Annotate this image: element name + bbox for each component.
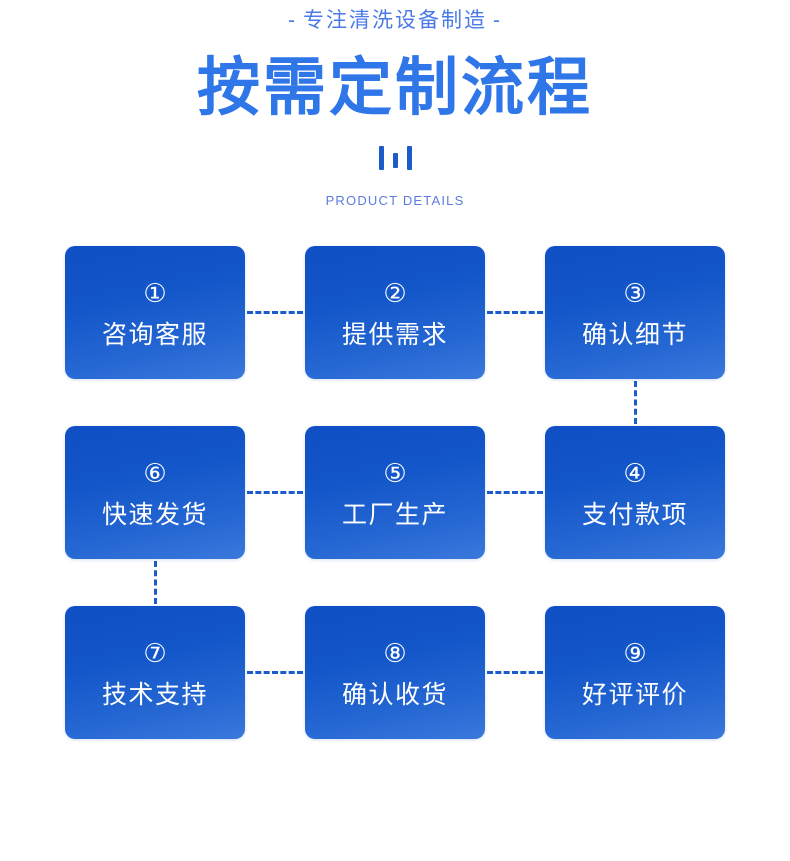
step-label: 确认收货 (341, 680, 448, 709)
decorative-bars (0, 146, 790, 176)
deco-bar-right-icon (406, 146, 412, 170)
step-label: 提供需求 (341, 320, 448, 349)
flow-step-card-6[interactable]: ⑥ 快速发货 (65, 426, 245, 559)
page-header: -专注清洗设备制造- 按需定制流程 PRODUCT DETAILS (0, 0, 790, 210)
flow-step-card-4[interactable]: ④ 支付款项 (545, 426, 725, 559)
step-number: ⑨ (623, 638, 647, 669)
flow-row-1: ① 咨询客服 ② 提供需求 ③ 确认细节 (65, 246, 725, 379)
step-number: ⑤ (383, 458, 407, 489)
connector-card5-card6 (247, 491, 303, 494)
step-label: 工厂生产 (341, 500, 448, 529)
step-label: 确认细节 (581, 320, 688, 349)
tagline: -专注清洗设备制造- (0, 6, 790, 36)
page-title: 按需定制流程 (197, 53, 593, 123)
deco-bar-left-icon (378, 146, 384, 170)
deco-bar-middle-icon (392, 153, 398, 168)
flow-step-card-9[interactable]: ⑨ 好评评价 (545, 606, 725, 739)
tagline-dash-right: - (493, 9, 502, 32)
step-label: 技术支持 (101, 680, 208, 709)
process-flow-diagram: ① 咨询客服 ② 提供需求 ③ 确认细节 ⑥ 快速发货 ⑤ 工厂生产 ④ 支付款… (65, 246, 725, 756)
flow-step-card-8[interactable]: ⑧ 确认收货 (305, 606, 485, 739)
connector-card7-card8 (247, 671, 303, 674)
connector-card4-card5 (487, 491, 543, 494)
step-label: 快速发货 (101, 500, 208, 529)
flow-step-card-5[interactable]: ⑤ 工厂生产 (305, 426, 485, 559)
step-label: 支付款项 (581, 500, 688, 529)
step-number: ① (143, 278, 167, 309)
flow-row-2: ⑥ 快速发货 ⑤ 工厂生产 ④ 支付款项 (65, 426, 725, 559)
connector-card2-card3 (487, 311, 543, 314)
tagline-dash-left: - (288, 9, 297, 32)
tagline-text: 专注清洗设备制造 (303, 9, 487, 32)
step-number: ⑥ (143, 458, 167, 489)
step-number: ② (383, 278, 407, 309)
step-label: 咨询客服 (101, 320, 208, 349)
connector-card8-card9 (487, 671, 543, 674)
step-number: ④ (623, 458, 647, 489)
flow-step-card-1[interactable]: ① 咨询客服 (65, 246, 245, 379)
page-subtitle: PRODUCT DETAILS (325, 193, 465, 208)
connector-card1-card2 (247, 311, 303, 314)
connector-card6-card7 (154, 561, 157, 604)
flow-step-card-7[interactable]: ⑦ 技术支持 (65, 606, 245, 739)
step-number: ⑦ (143, 638, 167, 669)
flow-row-3: ⑦ 技术支持 ⑧ 确认收货 ⑨ 好评评价 (65, 606, 725, 739)
flow-step-card-3[interactable]: ③ 确认细节 (545, 246, 725, 379)
flow-step-card-2[interactable]: ② 提供需求 (305, 246, 485, 379)
step-label: 好评评价 (581, 680, 688, 709)
connector-card3-card4 (634, 381, 637, 424)
step-number: ③ (623, 278, 647, 309)
step-number: ⑧ (383, 638, 407, 669)
